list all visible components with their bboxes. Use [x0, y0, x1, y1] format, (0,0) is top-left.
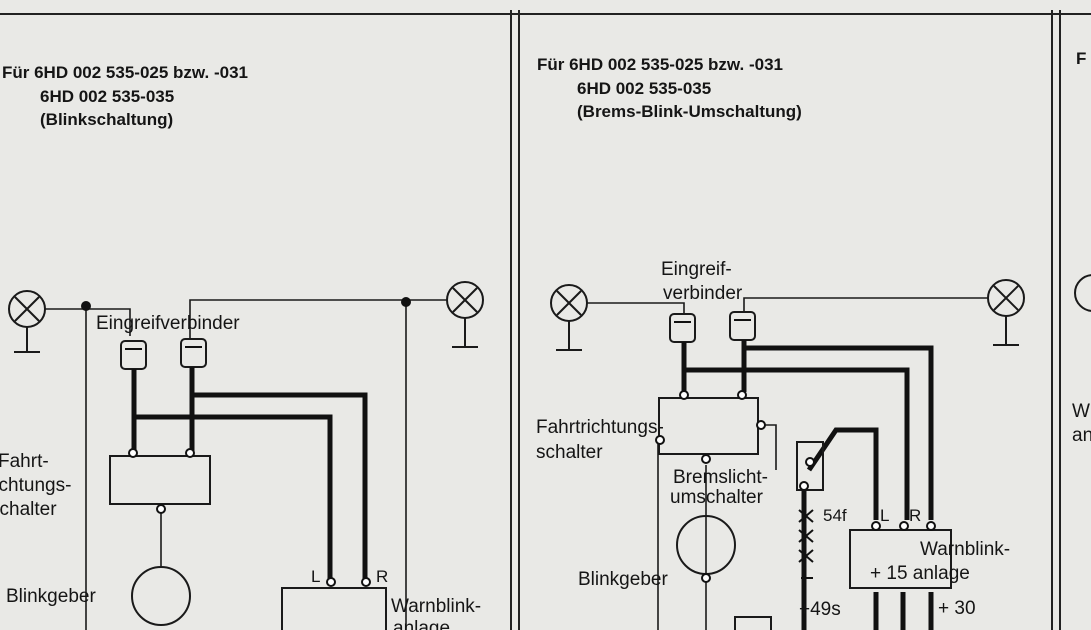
- middle-connector-plug-icon: [669, 311, 756, 343]
- middle-brake-switch-pin: [805, 457, 815, 467]
- middle-brake-switch-label-1: Bremslicht-: [673, 467, 768, 488]
- middle-switch-pin: [756, 420, 766, 430]
- left-flasher-label: Blinkgeber: [6, 586, 96, 607]
- middle-terminal-54f: 54f: [823, 506, 847, 525]
- middle-switch-pin: [701, 454, 711, 464]
- left-switch-pin: [156, 504, 166, 514]
- middle-connector-label-1: Eingreif-: [661, 259, 732, 280]
- middle-terminal-30: + 30: [938, 598, 976, 619]
- middle-switch-pin: [655, 435, 665, 445]
- left-hazard-unit-box: [281, 587, 387, 630]
- middle-right-lamp-icon: [987, 279, 1025, 346]
- middle-hazard-pin: [899, 521, 909, 531]
- middle-title-line-2: 6HD 002 535-035: [577, 79, 711, 98]
- left-hazard-label-2: anlage: [393, 618, 450, 630]
- middle-brake-switch-box: [796, 441, 824, 491]
- left-terminal-r: R: [376, 567, 388, 586]
- middle-hazard-pin: [926, 521, 936, 531]
- left-title-line-3: (Blinkschaltung): [40, 110, 173, 129]
- right-panel: F W an: [1072, 49, 1091, 446]
- left-title-line-1: Für 6HD 002 535-025 bzw. -031: [2, 63, 248, 82]
- left-hazard-label-1: Warnblink-: [391, 596, 481, 617]
- left-switch-label-2: richtungs-: [0, 475, 71, 496]
- middle-title-line-3: (Brems-Blink-Umschaltung): [577, 102, 802, 121]
- left-terminal-l: L: [311, 567, 320, 586]
- middle-flasher-label: Blinkgeber: [578, 569, 668, 590]
- middle-hazard-unit-box: [849, 529, 952, 589]
- middle-panel: Für 6HD 002 535-025 bzw. -031 6HD 002 53…: [536, 55, 1025, 630]
- middle-terminal-r: R: [909, 506, 921, 525]
- left-title-line-2: 6HD 002 535-035: [40, 87, 174, 106]
- middle-direction-switch-box: [658, 397, 759, 455]
- middle-hazard-label-2: + 15 anlage: [870, 563, 970, 584]
- middle-hazard-label-1: Warnblink-: [920, 539, 1010, 560]
- left-junction-dot: [81, 301, 91, 311]
- middle-flasher-pin: [701, 573, 711, 583]
- middle-bottom-component-box: [734, 616, 772, 630]
- left-thick-wires: [131, 367, 368, 582]
- left-switch-pin: [185, 448, 195, 458]
- left-lamp-icon: [8, 290, 46, 353]
- right-panel-lamp-icon: [1074, 274, 1091, 312]
- left-panel: Für 6HD 002 535-025 bzw. -031 6HD 002 53…: [0, 63, 484, 630]
- right-lamp-icon: [446, 281, 484, 348]
- left-connector-plug-icon: [120, 338, 207, 370]
- left-flasher-relay-icon: [131, 566, 191, 626]
- right-junction-dot: [401, 297, 411, 307]
- middle-brake-switch-pin: [799, 481, 809, 491]
- left-switch-label-3: schalter: [0, 499, 57, 520]
- panel-dividers: [0, 10, 1091, 630]
- left-direction-switch-box: [109, 455, 211, 505]
- middle-switch-pin: [737, 390, 747, 400]
- middle-marked-wire: [798, 509, 814, 579]
- middle-hazard-pin: [871, 521, 881, 531]
- middle-switch-pin: [679, 390, 689, 400]
- middle-terminal-l: L: [880, 506, 889, 525]
- middle-left-lamp-icon: [550, 284, 588, 351]
- middle-brake-switch-label-2: umschalter: [670, 487, 764, 508]
- middle-title-line-1: Für 6HD 002 535-025 bzw. -031: [537, 55, 783, 74]
- left-connector-label: Eingreifverbinder: [96, 313, 240, 334]
- middle-terminal-49s: +49s: [799, 599, 841, 620]
- left-hazard-pin: [326, 577, 336, 587]
- left-thin-wires: [45, 299, 447, 630]
- right-title-fragment: F: [1076, 49, 1086, 68]
- left-hazard-pin: [361, 577, 371, 587]
- middle-switch-label-2: schalter: [536, 442, 603, 463]
- middle-switch-label-1: Fahrtrichtungs-: [536, 417, 664, 438]
- middle-thin-wires: [587, 297, 988, 630]
- middle-connector-label-2: verbinder: [663, 283, 743, 304]
- left-switch-pin: [128, 448, 138, 458]
- left-switch-label-1: Fahrt-: [0, 451, 49, 472]
- right-label-fragment-1: W: [1072, 401, 1090, 422]
- right-label-fragment-2: an: [1072, 425, 1091, 446]
